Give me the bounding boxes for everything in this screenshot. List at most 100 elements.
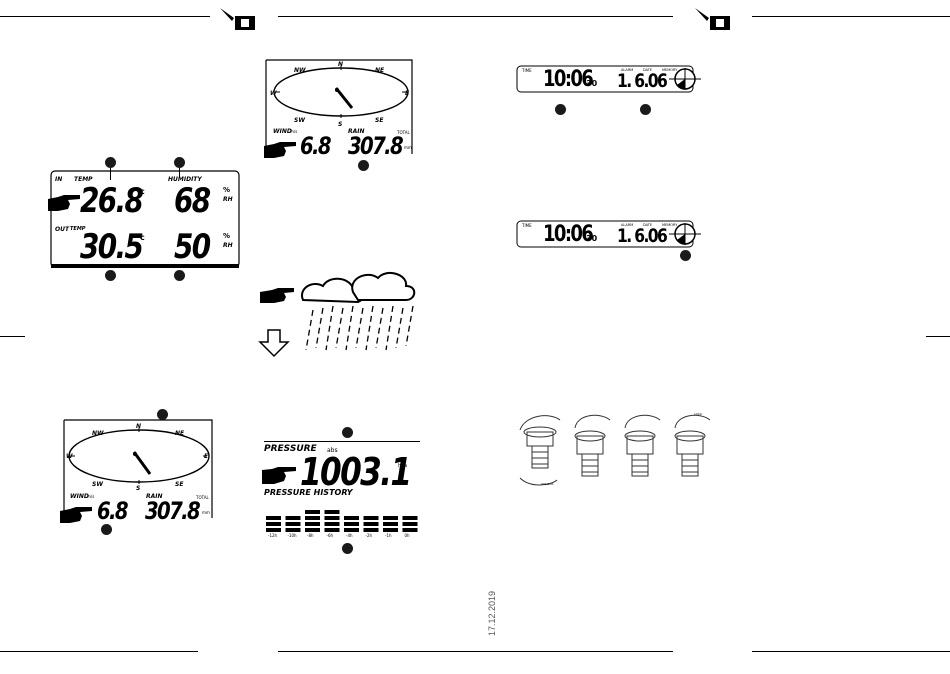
memory-label: MEMORY [662, 223, 678, 227]
memory-label: MEMORY [662, 68, 678, 72]
callout-marker [105, 270, 116, 281]
brand-logo-icon [695, 8, 730, 30]
seconds-value: 30 [586, 234, 598, 243]
history-bar-segment [344, 516, 359, 520]
temp-label: TEMP [74, 176, 93, 183]
history-bar-segment [305, 522, 320, 526]
callout-marker [555, 104, 566, 115]
history-bar-segment [363, 516, 379, 520]
history-bar-segment [266, 522, 281, 526]
history-bar-segment [383, 516, 398, 520]
history-bar-segment [402, 522, 418, 526]
compass-sw: SW [294, 117, 305, 124]
rain-total-value: 307.8 [348, 132, 404, 160]
history-bar-segment [383, 522, 398, 526]
out-label: OUT [55, 226, 70, 233]
pressure-abs: abs [327, 447, 338, 454]
pressure-title: PRESSURE [264, 444, 317, 454]
history-bar-segment [285, 516, 301, 520]
side-mark-right [926, 336, 950, 338]
date-label: DATE [643, 68, 653, 72]
rain-unit: mm [202, 510, 210, 515]
footer-rule-mid [278, 651, 673, 653]
percent-unit: % [223, 186, 231, 194]
time-value: 10:06 [543, 222, 594, 247]
history-bar-segment [363, 522, 379, 526]
history-bar-segment [344, 522, 359, 526]
footer-date: 17.12.2019 [487, 590, 497, 636]
compass-se: SE [175, 481, 184, 488]
history-tick-label: -10h [287, 533, 297, 538]
seconds-value: 30 [586, 79, 598, 88]
compass-e: E [405, 90, 410, 97]
history-bar-segment [402, 528, 418, 532]
callout-marker [157, 409, 168, 420]
rh-unit: RH [223, 242, 233, 249]
celsius-unit: °c [136, 233, 145, 242]
callout-marker [342, 543, 353, 554]
callout-marker [174, 270, 185, 281]
callout-line [179, 168, 181, 178]
compass-ne: NE [375, 67, 385, 74]
outdoor-humidity: 50 [174, 227, 211, 267]
alarm-label: ALARM [621, 223, 634, 227]
compass-n: N [338, 61, 344, 68]
footer-rule-left [0, 651, 198, 653]
history-bar-segment [324, 528, 340, 532]
rain-label: RAIN [146, 493, 163, 500]
pressure-top-rule [264, 441, 420, 442]
callout-marker [101, 524, 112, 535]
wind-label: WIND [273, 128, 292, 135]
wind-speed-value: 6.8 [300, 132, 332, 160]
history-tick-label: -2h [365, 533, 373, 538]
percent-unit: % [223, 232, 231, 240]
compass-se: SE [375, 117, 384, 124]
wind-unit: m/s [290, 129, 298, 134]
rain-label: RAIN [348, 128, 365, 135]
indoor-humidity: 68 [174, 181, 211, 221]
history-bar-segment [305, 510, 320, 514]
pressure-unit: hPa [398, 463, 408, 469]
lock-label: LOCK [694, 412, 702, 416]
callout-marker [358, 160, 369, 171]
compass-ne: NE [175, 430, 185, 437]
history-bar-segment [324, 522, 340, 526]
callout-marker [174, 157, 185, 168]
history-tick-label: -1h [385, 533, 392, 538]
history-tick-label: 0h [404, 533, 410, 538]
time-value: 10:06 [543, 67, 594, 92]
alarm-label: ALARM [621, 68, 634, 72]
date-value: 1. 6.06 [617, 70, 668, 92]
history-tick-label: -6h [326, 533, 334, 538]
pointing-hand-icon [262, 467, 296, 484]
compass-s: S [136, 485, 141, 492]
history-tick-label: -12h [268, 533, 278, 538]
callout-marker [680, 250, 691, 261]
callout-line [110, 168, 112, 180]
wind-speed-value: 6.8 [97, 497, 129, 525]
callout-marker [342, 427, 353, 438]
history-bar-segment [266, 528, 281, 532]
rain-total-value: 307.8 [145, 497, 201, 525]
time-label: TIME [522, 68, 532, 73]
compass-n: N [136, 423, 142, 430]
compass-sw: SW [92, 481, 103, 488]
header-rule-mid [278, 16, 673, 18]
history-tick-label: -8h [307, 533, 314, 538]
pointing-hand-icon [60, 507, 92, 523]
pointing-hand-icon [264, 142, 296, 158]
history-bar-segment [285, 522, 301, 526]
rain-unit: mm [404, 145, 412, 150]
header-rule-left [0, 16, 210, 18]
compass-nw: NW [294, 67, 306, 74]
history-bar-segment [402, 516, 418, 520]
wind-unit: m/s [87, 494, 95, 499]
wind-label: WIND [70, 493, 89, 500]
indoor-temperature: 26.8 [80, 181, 144, 221]
display-frame [516, 220, 701, 248]
rain-cloud-illustration [258, 271, 416, 358]
history-bar-segment [383, 528, 398, 532]
sensor-installation-illustration [519, 414, 711, 486]
history-bar-segment [305, 516, 320, 520]
